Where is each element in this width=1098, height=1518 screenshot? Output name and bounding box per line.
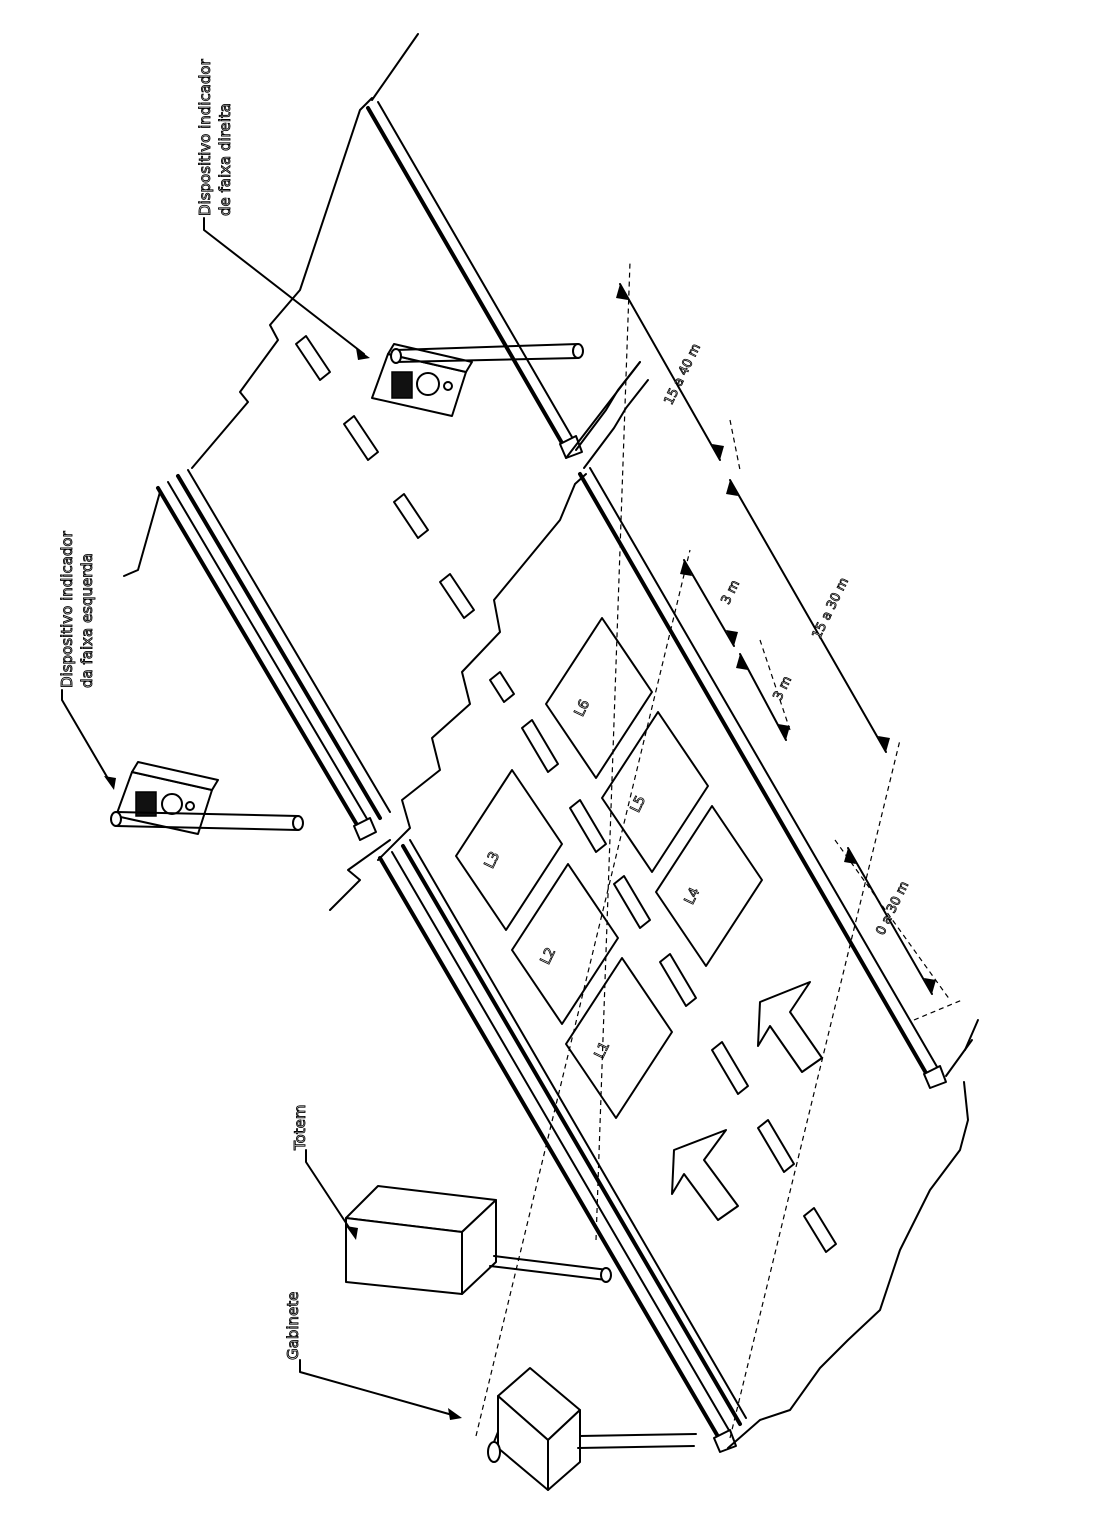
lane-markings-lower [521,719,837,1253]
dimension-label: 3 m [771,674,795,703]
arrow-icon [671,1129,739,1221]
loop-l2: L2 [511,863,619,1025]
loop-l6: L6 [545,617,653,779]
totem [345,1185,612,1295]
device-left-lane [110,761,304,835]
loop-l3: L3 [455,769,563,931]
loop-label: L2 [538,945,560,967]
road-upper-section [156,33,649,911]
callout-leaders [61,217,462,1420]
label-device-left-1: Dispositivo indicador [58,530,76,688]
device-right-lane [371,343,584,417]
dimension-label: 0 a 30 m [873,879,912,938]
loop-label: L3 [482,849,504,871]
loop-label: L4 [682,885,704,907]
label-device-left-2: da faixa esquerda [78,553,96,688]
dimension-0-30: 0 a 30 m [844,847,936,995]
dimension-15-30: 15 a 30 m [726,479,890,753]
dimension-label: 15 a 40 m [662,341,704,407]
road-lower-section [377,467,979,1453]
loop-l5: L5 [601,711,709,873]
arrow-icon [757,981,823,1073]
dimension-3m-b: 3 m [736,653,795,741]
lane-markings-upper [295,335,515,703]
dimension-3m-a: 3 m [680,559,743,647]
label-totem: Totem [291,1104,309,1151]
loop-l4: L4 [655,805,763,967]
text-labels: Gabinete Totem Dispositivo indicador da … [58,58,310,1360]
dimension-label: 15 a 30 m [810,575,852,641]
loop-label: L6 [572,697,594,719]
cabinet [487,1367,697,1491]
label-device-right-1: Dispositivo indicador [196,58,214,216]
sensor-loops: L1 L2 L3 L4 L5 L6 [455,617,763,1119]
direction-arrows [671,981,823,1221]
dimension-label: 3 m [719,578,743,607]
label-device-right-2: de faixa direita [216,103,234,216]
loop-label: L5 [628,793,650,815]
label-cabinet: Gabinete [284,1292,302,1360]
